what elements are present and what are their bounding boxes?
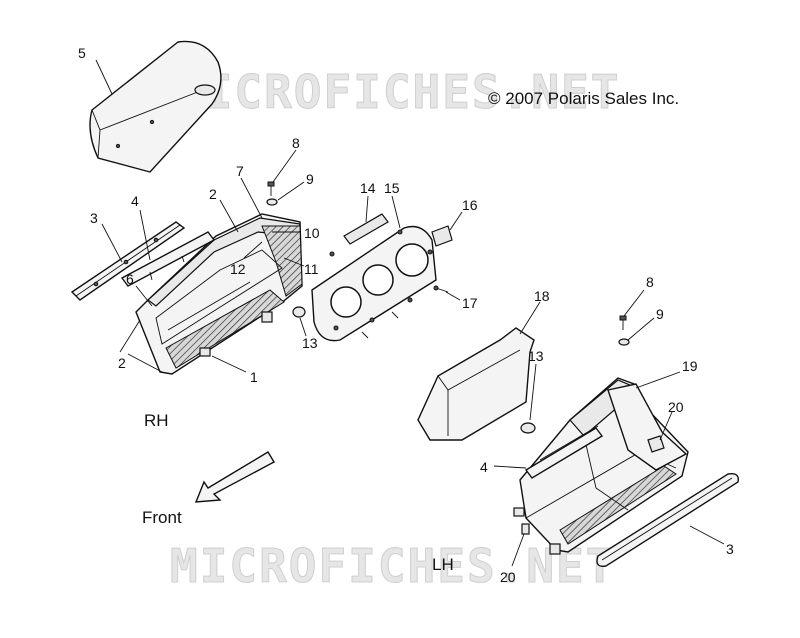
- part-18-foam-block: [417, 327, 535, 441]
- part-8-lh-screw: [619, 315, 627, 330]
- callout-17: 17: [462, 295, 478, 311]
- callout-3-rh: 3: [90, 210, 98, 226]
- watermark-bottom: MICROFICHES.NET: [170, 539, 615, 593]
- callout-18: 18: [534, 288, 550, 304]
- part-16-clip: [431, 225, 453, 247]
- front-label: Front: [142, 508, 182, 527]
- part-13-rh-grommet: [292, 306, 306, 318]
- part-9-rh-washer: [266, 198, 278, 206]
- callout-16: 16: [462, 197, 478, 213]
- callout-19: 19: [682, 358, 698, 374]
- leader-lines: [95, 59, 725, 567]
- callout-9-lh: 9: [656, 306, 664, 322]
- part-8-rh-screw: [267, 181, 275, 196]
- copyright-text: © 2007 Polaris Sales Inc.: [488, 89, 679, 108]
- callout-10: 10: [304, 225, 320, 241]
- part-15-gauge-bezel: [311, 225, 437, 342]
- callout-4-lh: 4: [480, 459, 488, 475]
- bezel-screws: [361, 311, 399, 339]
- callout-13-rh: 13: [302, 335, 318, 351]
- part-4-lh-strip: [524, 425, 604, 479]
- part-3-lh-trim-strip: [596, 472, 739, 567]
- callout-5: 5: [78, 45, 86, 61]
- callout-13-lh: 13: [528, 348, 544, 364]
- watermark-top: MICROFICHES.NET: [175, 65, 620, 119]
- callout-2-upper: 2: [209, 186, 217, 202]
- rh-side-panel-assembly: [135, 213, 303, 375]
- callout-3-lh: 3: [726, 541, 734, 557]
- part-19-side-cover: [607, 383, 688, 471]
- callout-2-lower: 2: [118, 355, 126, 371]
- callout-20-lower: 20: [500, 569, 516, 585]
- callout-1: 1: [250, 369, 258, 385]
- callout-6: 6: [126, 271, 134, 287]
- lh-label: LH: [432, 555, 454, 574]
- rh-label: RH: [144, 411, 169, 430]
- part-17-screw: [433, 285, 449, 293]
- callout-9-rh: 9: [306, 171, 314, 187]
- part-3-rh-trim-strip: [70, 221, 186, 301]
- callout-7: 7: [236, 163, 244, 179]
- front-direction-arrow: [194, 451, 275, 503]
- part-4-rh-strip: [120, 231, 216, 287]
- callout-15: 15: [384, 180, 400, 196]
- callout-8-lh: 8: [646, 274, 654, 290]
- callout-14: 14: [360, 180, 376, 196]
- part-9-lh-washer: [618, 338, 630, 346]
- callout-12: 12: [230, 261, 246, 277]
- callout-8-rh: 8: [292, 135, 300, 151]
- part-5-cover-panel: [89, 40, 222, 173]
- callout-11: 11: [304, 261, 319, 277]
- callout-4-rh: 4: [131, 193, 139, 209]
- part-20-lh-clip-lower: [521, 523, 530, 535]
- callout-20-upper: 20: [668, 399, 684, 415]
- part-13-lh-grommet: [520, 422, 536, 434]
- part-14-decal: [343, 213, 389, 245]
